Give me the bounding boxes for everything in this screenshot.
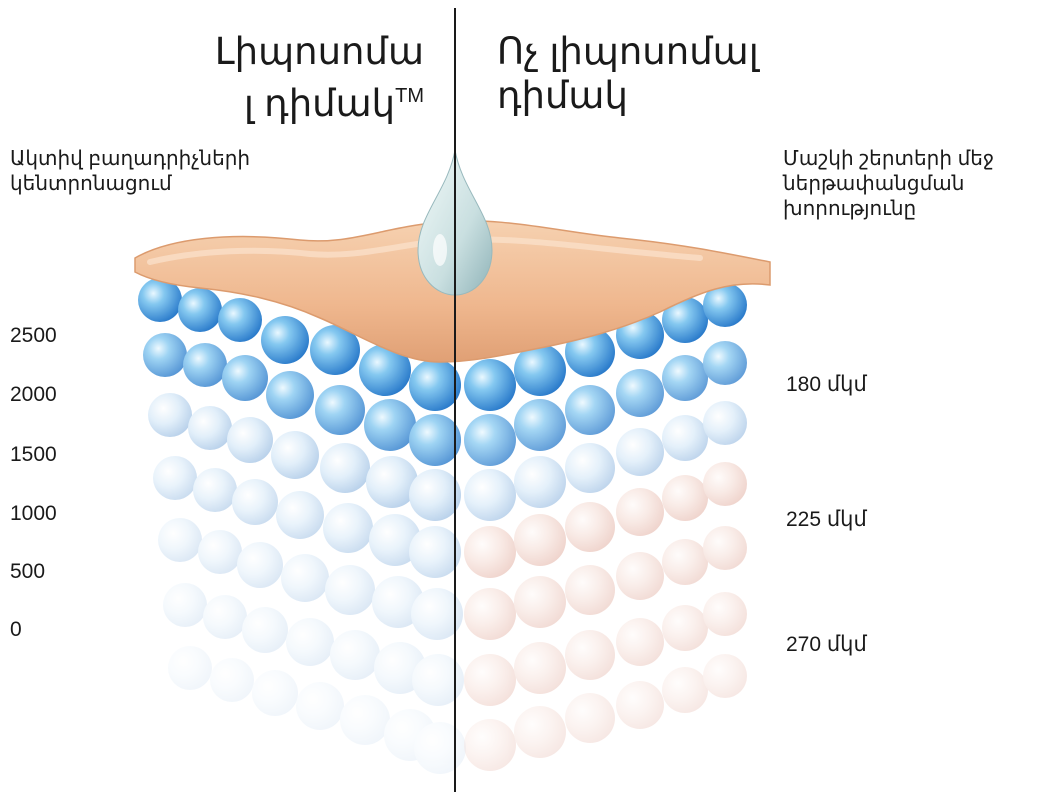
penetration-depth-label: Մաշկի շերտերի մեջ ներթափանցման խորությու…: [783, 147, 1040, 222]
title-left-line1: Լիպոսոմա: [164, 30, 424, 74]
trademark-mark: TM: [395, 85, 424, 107]
depth-270: 270 մկմ: [786, 632, 867, 657]
right-label-line3: խորությունը: [783, 197, 1040, 222]
comparison-divider: [454, 8, 456, 792]
right-label-line1: Մաշկի շերտերի մեջ: [783, 147, 1040, 172]
title-liposomal-mask: Լիպոսոմա լ դիմակTM: [164, 30, 424, 126]
scale-1500: 1500: [10, 443, 57, 467]
depth-180: 180 մկմ: [786, 372, 867, 397]
concentration-label: Ակտիվ բաղադրիչների կենտրոնացում: [10, 147, 330, 197]
title-left-line2: լ դիմակ: [244, 83, 395, 124]
scale-0: 0: [10, 618, 22, 642]
depth-225: 225 մկմ: [786, 507, 867, 532]
title-right-line2: դիմակ: [497, 74, 797, 118]
right-sphere-stack: [464, 283, 747, 771]
left-label-line2: կենտրոնացում: [10, 172, 330, 197]
scale-1000: 1000: [10, 502, 57, 526]
scale-500: 500: [10, 560, 45, 584]
scale-2000: 2000: [10, 383, 57, 407]
right-label-line2: ներթափանցման: [783, 172, 1040, 197]
left-label-line1: Ակտիվ բաղադրիչների: [10, 147, 330, 172]
title-left-line2-wrap: լ դիմակTM: [164, 74, 424, 126]
title-right-line1: Ոչ լիպոսոմալ: [497, 30, 797, 74]
scale-2500: 2500: [10, 324, 57, 348]
title-non-liposomal-mask: Ոչ լիպոսոմալ դիմակ: [497, 30, 797, 118]
